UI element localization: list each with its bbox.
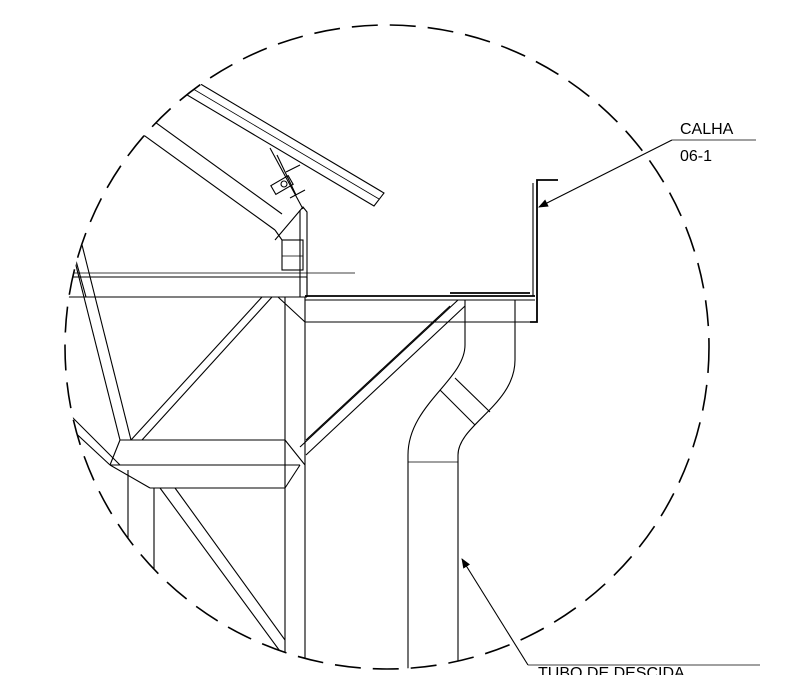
gutter-label-line1: CALHA	[680, 121, 734, 138]
truss-web	[65, 204, 273, 441]
bottom-truss	[109, 464, 301, 669]
detail-boundary-circle	[64, 24, 710, 670]
upper-chord	[119, 103, 283, 241]
gutter-profile	[530, 179, 558, 323]
roof-panel	[171, 72, 385, 207]
column	[277, 296, 306, 669]
gutter-beam	[305, 292, 535, 323]
downpipe	[407, 322, 516, 669]
diagonal-brace	[299, 299, 466, 456]
lower-chord	[65, 384, 306, 466]
purlin	[274, 206, 308, 297]
roof-fastener	[269, 147, 306, 210]
detail-geometry	[65, 72, 558, 669]
downpipe-label: TUBO DE DESCIDA	[538, 665, 685, 675]
gutter-callout: CALHA 06-1	[538, 121, 756, 208]
downpipe-callout: TUBO DE DESCIDA	[461, 558, 760, 675]
gutter-label-line2: 06-1	[680, 148, 712, 165]
